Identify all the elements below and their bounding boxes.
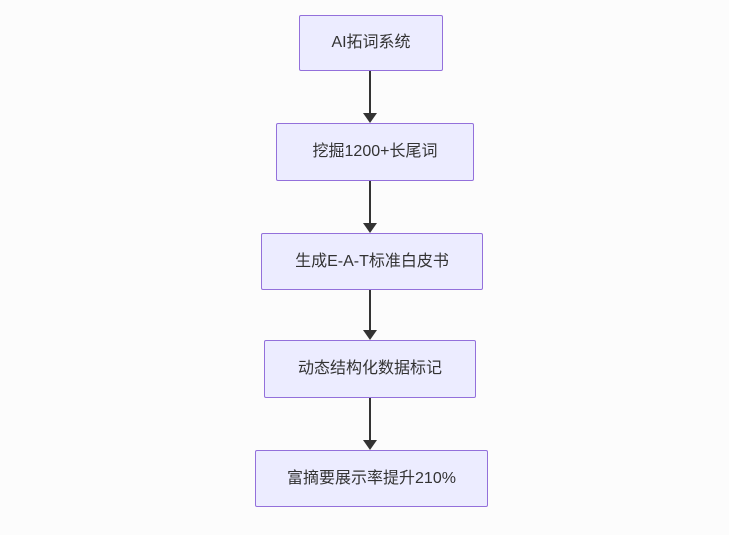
arrow-shaft [369,181,371,223]
flow-node-eat-whitepaper: 生成E-A-T标准白皮书 [261,233,483,290]
flow-node-label: 生成E-A-T标准白皮书 [295,252,449,270]
arrow-shaft [369,71,371,113]
arrow-head-icon [363,330,377,340]
flow-node-label: 富摘要展示率提升210% [287,469,456,487]
flow-arrow-n2-n3 [363,290,377,340]
arrow-head-icon [363,113,377,123]
flow-node-label: 挖掘1200+长尾词 [312,143,438,161]
flow-node-rich-snippet-result: 富摘要展示率提升210% [255,450,488,507]
flow-arrow-n3-n4 [363,398,377,450]
flow-node-label: AI拓词系统 [331,34,411,52]
arrow-head-icon [363,440,377,450]
flow-node-ai-word-expansion: AI拓词系统 [299,15,443,71]
arrow-head-icon [363,223,377,233]
flow-node-label: 动态结构化数据标记 [297,360,442,378]
flow-arrow-n1-n2 [363,181,377,233]
arrow-shaft [369,290,371,330]
flow-node-structured-data-markup: 动态结构化数据标记 [264,340,476,398]
arrow-shaft [369,398,371,440]
flow-arrow-n0-n1 [363,71,377,123]
flow-node-longtail-mining: 挖掘1200+长尾词 [276,123,474,181]
